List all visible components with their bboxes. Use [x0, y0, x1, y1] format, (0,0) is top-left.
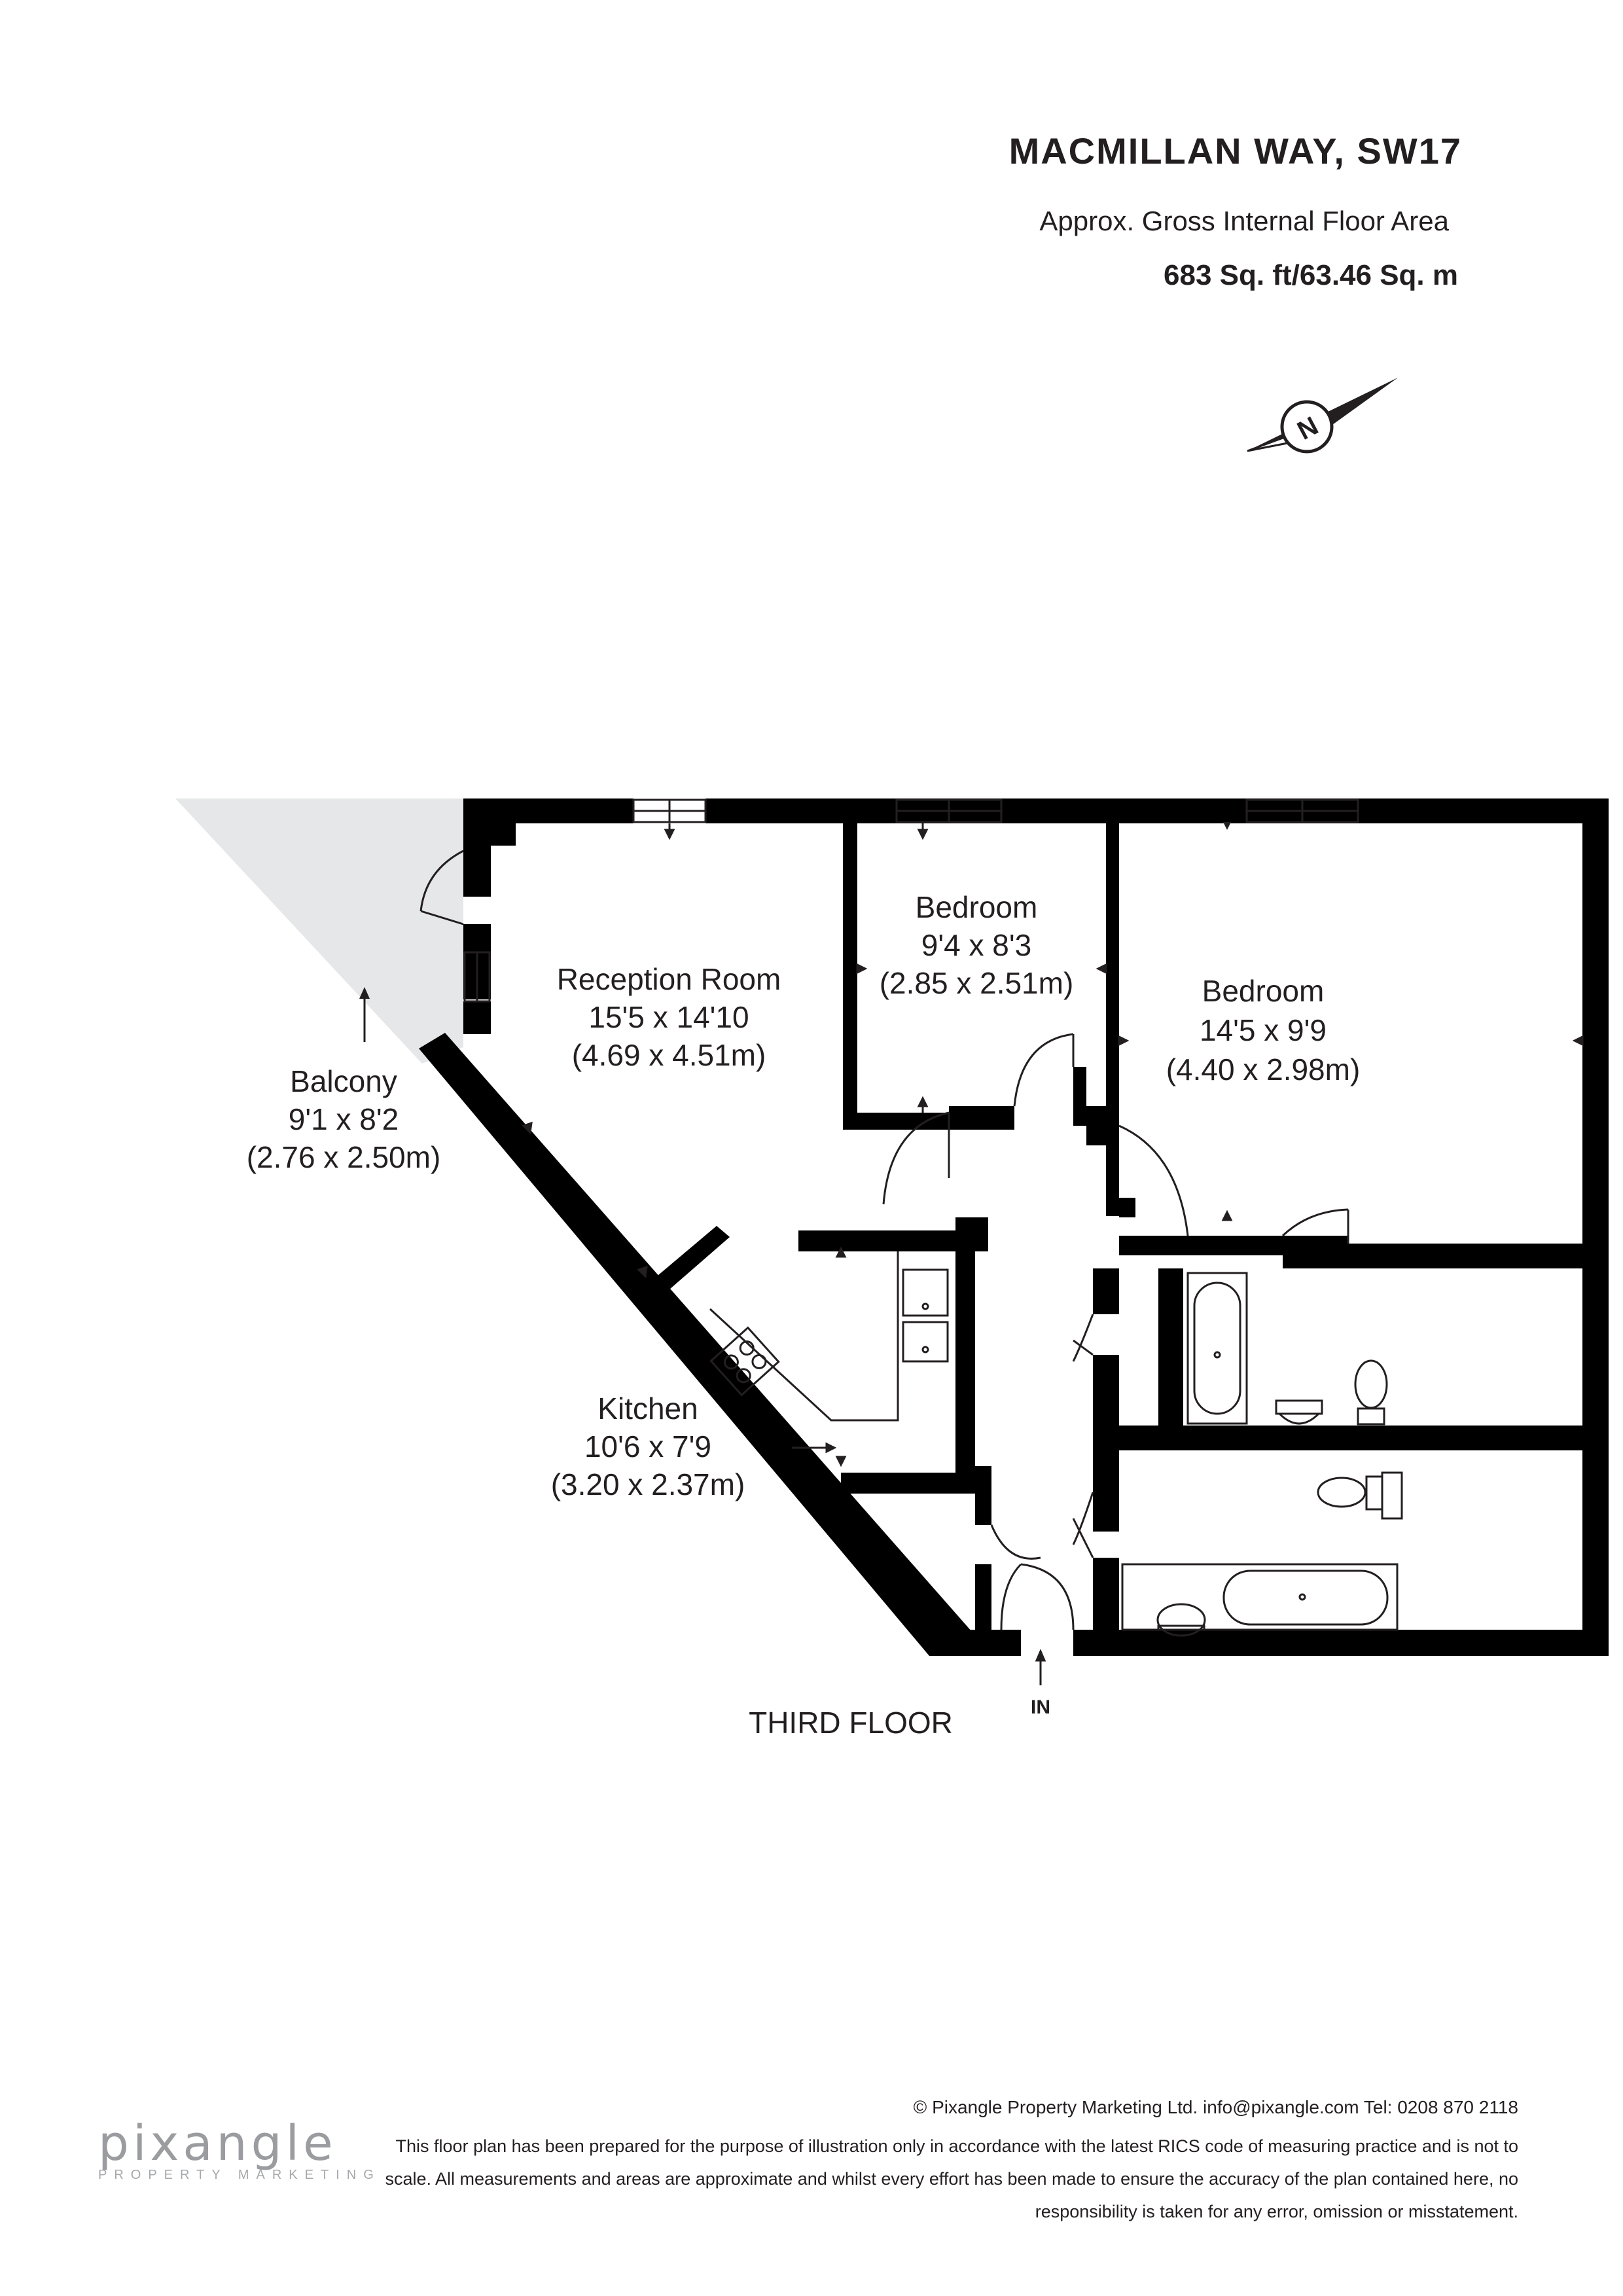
room-size-imperial: 15'5 x 14'10 [588, 1000, 749, 1034]
company-logo: pixangle PROPERTY MARKETING [98, 2115, 381, 2183]
room-size-imperial: 9'1 x 8'2 [289, 1102, 399, 1136]
measurement-arrows [522, 822, 1584, 1685]
room-size-metric: (4.40 x 2.98m) [1166, 1052, 1361, 1086]
room-name: Kitchen [597, 1391, 698, 1426]
property-title: MACMILLAN WAY, SW17 [1008, 130, 1462, 171]
logo-tagline: PROPERTY MARKETING [98, 2168, 381, 2182]
room-name: Bedroom [916, 890, 1038, 924]
room-label-bedroom-small: Bedroom 9'4 x 8'3 (2.85 x 2.51m) [880, 890, 1074, 1000]
room-label-balcony: Balcony 9'1 x 8'2 (2.76 x 2.50m) [247, 1064, 441, 1174]
room-size-metric: (4.69 x 4.51m) [572, 1038, 766, 1072]
balcony-area [175, 798, 463, 1064]
logo-wordmark: pixangle [98, 2115, 337, 2172]
footer-copyright: © Pixangle Property Marketing Ltd. info@… [913, 2097, 1518, 2117]
floor-area-value: 683 Sq. ft/63.46 Sq. m [1164, 259, 1458, 291]
footer-disclaimer: This floor plan has been prepared for th… [385, 2136, 1518, 2221]
room-size-imperial: 14'5 x 9'9 [1200, 1013, 1327, 1047]
compass-icon: N [1247, 378, 1398, 454]
doors [419, 850, 1349, 1630]
room-label-reception: Reception Room 15'5 x 14'10 (4.69 x 4.51… [557, 962, 781, 1072]
room-label-kitchen: Kitchen 10'6 x 7'9 (3.20 x 2.37m) [551, 1391, 745, 1501]
room-size-imperial: 10'6 x 7'9 [584, 1429, 711, 1463]
area-caption: Approx. Gross Internal Floor Area [1039, 206, 1449, 236]
room-name: Balcony [290, 1064, 397, 1098]
room-size-imperial: 9'4 x 8'3 [921, 928, 1031, 962]
room-name: Bedroom [1202, 974, 1325, 1008]
room-size-metric: (3.20 x 2.37m) [551, 1467, 745, 1501]
room-size-metric: (2.76 x 2.50m) [247, 1140, 441, 1174]
room-name: Reception Room [557, 962, 781, 996]
bathroom-fittings [1121, 1272, 1403, 1637]
room-label-bedroom-large: Bedroom 14'5 x 9'9 (4.40 x 2.98m) [1166, 974, 1361, 1086]
entrance-label: IN [1031, 1696, 1050, 1718]
walls [419, 798, 1609, 1656]
floor-level-label: THIRD FLOOR [749, 1706, 953, 1740]
room-size-metric: (2.85 x 2.51m) [880, 966, 1074, 1000]
kitchen-fittings [709, 1251, 949, 1422]
windows [463, 798, 1359, 1003]
